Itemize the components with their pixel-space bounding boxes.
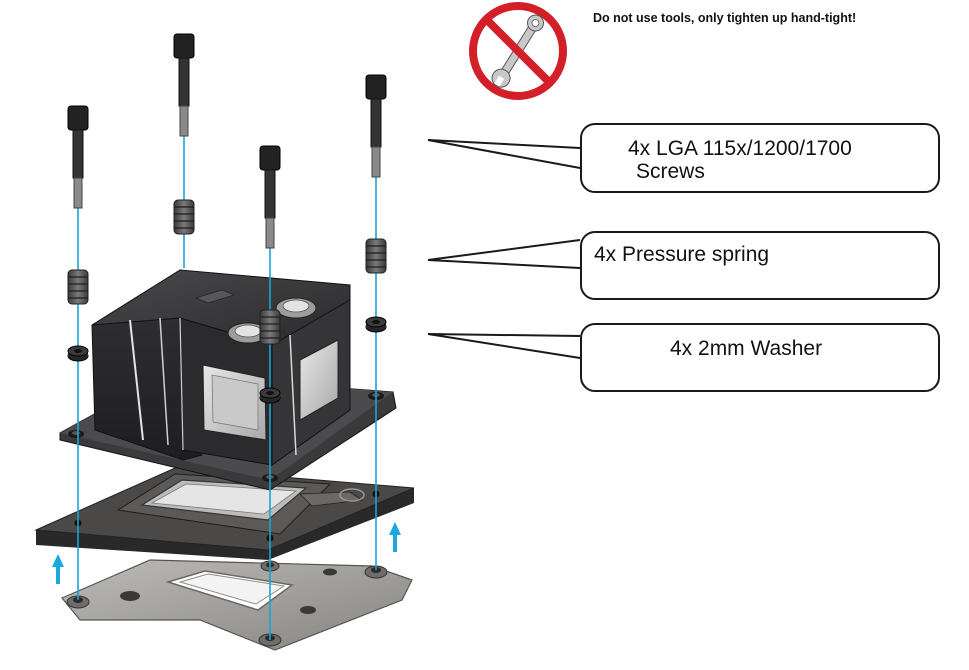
block-mount-hole bbox=[68, 430, 84, 438]
up-arrow-icon bbox=[52, 554, 64, 584]
callout-screws-label: 4x LGA 115x/1200/1700 Screws bbox=[628, 137, 852, 183]
no-tools-icon bbox=[469, 2, 567, 100]
callout-springs: 4x Pressure spring bbox=[580, 231, 940, 300]
screw bbox=[173, 33, 195, 137]
pressure-spring bbox=[67, 269, 89, 305]
washer bbox=[67, 345, 89, 362]
callout-screws-line2: Screws bbox=[636, 160, 705, 183]
leader-screws bbox=[427, 139, 581, 169]
pressure-spring bbox=[365, 238, 387, 274]
callout-screws: 4x LGA 115x/1200/1700 Screws bbox=[580, 123, 940, 193]
warning-text: Do not use tools, only tighten up hand-t… bbox=[593, 11, 857, 25]
leader-washer bbox=[427, 333, 581, 359]
callout-washer-label: 4x 2mm Washer bbox=[670, 337, 823, 360]
washer bbox=[365, 316, 387, 333]
callout-screws-line1: 4x LGA 115x/1200/1700 bbox=[628, 137, 852, 160]
up-arrow-icon bbox=[389, 522, 401, 552]
callout-springs-label: 4x Pressure spring bbox=[594, 243, 770, 266]
pressure-spring bbox=[173, 199, 195, 235]
backplate bbox=[61, 559, 413, 651]
washer bbox=[259, 387, 281, 404]
leader-springs bbox=[427, 239, 581, 269]
motherboard bbox=[34, 467, 415, 560]
water-block bbox=[59, 269, 397, 491]
screw bbox=[365, 74, 387, 178]
callout-washer: 4x 2mm Washer bbox=[580, 323, 940, 392]
screw bbox=[67, 105, 89, 209]
pressure-spring bbox=[259, 309, 281, 345]
callout-leaders bbox=[427, 139, 581, 359]
screw bbox=[259, 145, 281, 249]
